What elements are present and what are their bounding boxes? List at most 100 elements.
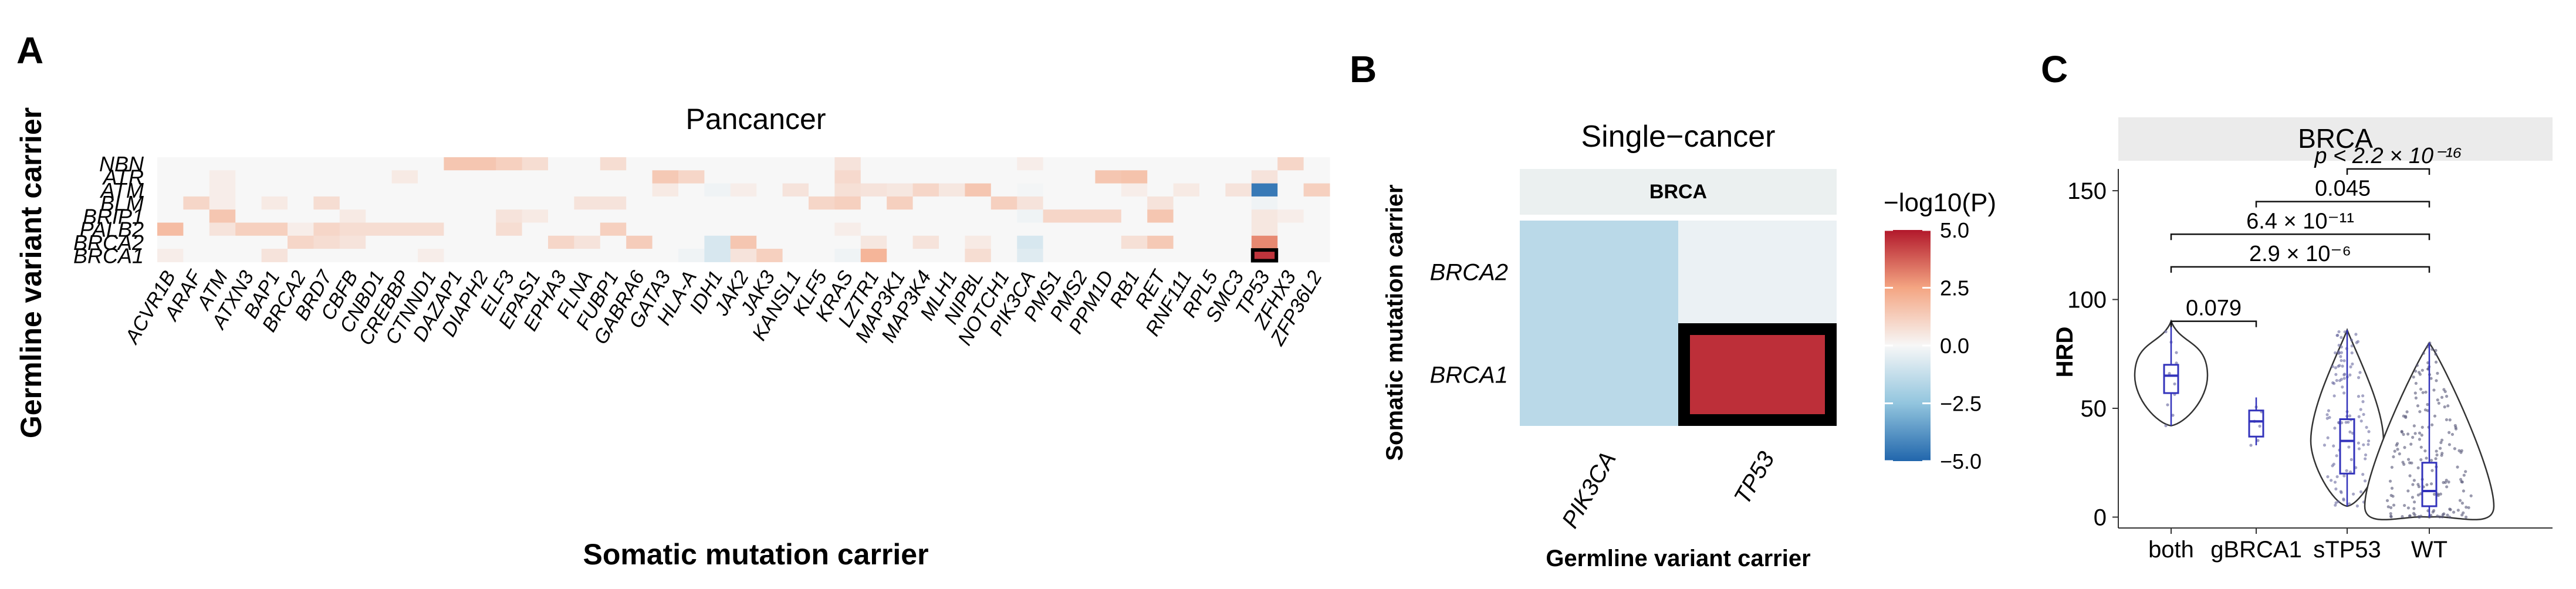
pancancer-cell-blm-gabra6	[626, 196, 653, 210]
violin-point	[2359, 490, 2363, 494]
violin-point	[2417, 515, 2421, 519]
violin-point	[2330, 479, 2333, 482]
violin-point	[2335, 454, 2338, 458]
pancancer-cell-atr-crebbp	[391, 170, 418, 184]
violin-point	[2348, 373, 2352, 377]
pancancer-cell-brca1-cbfb	[339, 249, 366, 262]
violin-point	[2404, 415, 2408, 419]
violin-point	[2421, 391, 2425, 394]
violin-point	[2334, 366, 2337, 370]
violin-point	[2423, 449, 2427, 453]
violin-point	[2334, 487, 2338, 491]
violin-point	[2445, 485, 2449, 489]
pancancer-cell-brip1-gabra6	[626, 209, 653, 223]
violin-point	[2362, 412, 2365, 417]
pancancer-cell-palb2-pms1	[1043, 222, 1070, 236]
violin-point	[2430, 347, 2434, 351]
pancancer-cell-atm-zfp36l2	[1303, 183, 1330, 197]
violin-point	[2412, 424, 2416, 428]
pancancer-cell-atr-mlh1	[939, 170, 965, 184]
pancancer-cell-nbn-lztr1	[860, 157, 887, 171]
violin-point	[2421, 425, 2424, 429]
pancancer-cell-atr-ctnnd1	[418, 170, 444, 184]
pancancer-cell-brca1-zfp36l2	[1303, 249, 1330, 262]
violin-point	[2363, 479, 2367, 483]
pancancer-cell-palb2-brca2	[288, 222, 314, 236]
panel-letter-c: C	[2041, 48, 2068, 90]
legend-tick-label: −2.5	[1940, 392, 1982, 416]
pancancer-cell-brip1-brca2	[288, 209, 314, 223]
pancancer-cell-brip1-map3k1	[887, 209, 914, 223]
pancancer-cell-atm-acvr1b	[157, 183, 184, 197]
violin-point	[2429, 459, 2433, 462]
violin-point	[2359, 419, 2363, 423]
pancancer-cell-nbn-gata3	[652, 157, 679, 171]
violin-point	[2416, 404, 2420, 408]
pancancer-y-label-palb2: PALB2	[80, 218, 144, 242]
violin-x-tick-label-both: both	[2148, 537, 2194, 563]
violin-point	[2432, 509, 2436, 513]
single-cancer-x-label-pik3ca: PIK3CA	[1557, 448, 1621, 533]
pancancer-cell-brca2-map3k1	[887, 235, 914, 249]
violin-point	[2433, 414, 2437, 418]
pancancer-cell-brip1-cbfb	[339, 209, 366, 223]
pancancer-cell-brca2-araf	[183, 235, 210, 249]
pancancer-cell-nbn-rpl5	[1199, 157, 1226, 171]
pancancer-cell-brca1-epas1	[522, 249, 549, 262]
pancancer-cell-blm-zfp36l2	[1303, 196, 1330, 210]
pancancer-y-label-brca1: BRCA1	[73, 243, 144, 268]
pancancer-cell-palb2-tp53	[1251, 222, 1278, 236]
violin-point	[2408, 514, 2412, 518]
pancancer-cell-atm-crebbp	[391, 183, 418, 197]
violin-point	[2342, 359, 2346, 363]
violin-point	[2465, 515, 2468, 519]
violin-point	[2402, 432, 2405, 436]
pancancer-cell-blm-hla-a	[678, 196, 705, 210]
pancancer-cell-atm-araf	[183, 183, 210, 197]
pancancer-cell-blm-brd7	[313, 196, 340, 210]
violin-point	[2334, 501, 2338, 505]
pancancer-cell-palb2-fubp1	[600, 222, 627, 236]
pancancer-cell-atm-kras	[834, 183, 861, 197]
pancancer-cell-brca2-kras	[834, 235, 861, 249]
pancancer-cell-palb2-dazap1	[444, 222, 471, 236]
violin-point	[2436, 398, 2439, 402]
pancancer-cell-atm-lztr1	[860, 183, 887, 197]
pancancer-cell-atm-jak2	[730, 183, 757, 197]
pancancer-cell-brip1-gata3	[652, 209, 679, 223]
pancancer-cell-atm-ret	[1147, 183, 1174, 197]
violin-point	[2426, 409, 2429, 412]
pancancer-cell-nbn-flna	[574, 157, 601, 171]
violin-point	[2351, 362, 2354, 366]
violin-point	[2357, 395, 2361, 398]
pancancer-cell-brca1-atxn3	[235, 249, 262, 262]
violin-point	[2416, 493, 2420, 497]
pancancer-cell-atr-epas1	[522, 170, 549, 184]
pancancer-cell-blm-araf	[183, 196, 210, 210]
violin-point	[2420, 434, 2423, 437]
violin-point	[2416, 466, 2420, 470]
violin-point	[2347, 445, 2351, 449]
pancancer-cell-nbn-jak2	[730, 157, 757, 171]
pancancer-cell-nbn-dazap1	[444, 157, 471, 171]
pancancer-y-label-blm: BLM	[100, 191, 144, 215]
pancancer-cell-palb2-kras	[834, 222, 861, 236]
pancancer-cell-brca2-cbfb	[339, 235, 366, 249]
pancancer-cell-brca2-notch1	[990, 235, 1017, 249]
pancancer-cell-brca1-brca2	[288, 249, 314, 262]
pancancer-cells	[157, 157, 1330, 263]
pancancer-cell-brca1-epha3	[548, 249, 574, 262]
pancancer-cell-brip1-ret	[1147, 209, 1174, 223]
pancancer-cell-atr-elf3	[496, 170, 523, 184]
violin-point	[2434, 353, 2438, 356]
pancancer-cell-brip1-epha3	[548, 209, 574, 223]
violin-point	[2334, 373, 2338, 376]
violin-point	[2406, 506, 2411, 510]
pancancer-cell-atr-araf	[183, 170, 210, 184]
single-cancer-cell-brca2-tp53	[1678, 221, 1837, 323]
violin-point	[2452, 510, 2456, 514]
violin-x-tick-label-gbrca1: gBRCA1	[2210, 537, 2302, 563]
